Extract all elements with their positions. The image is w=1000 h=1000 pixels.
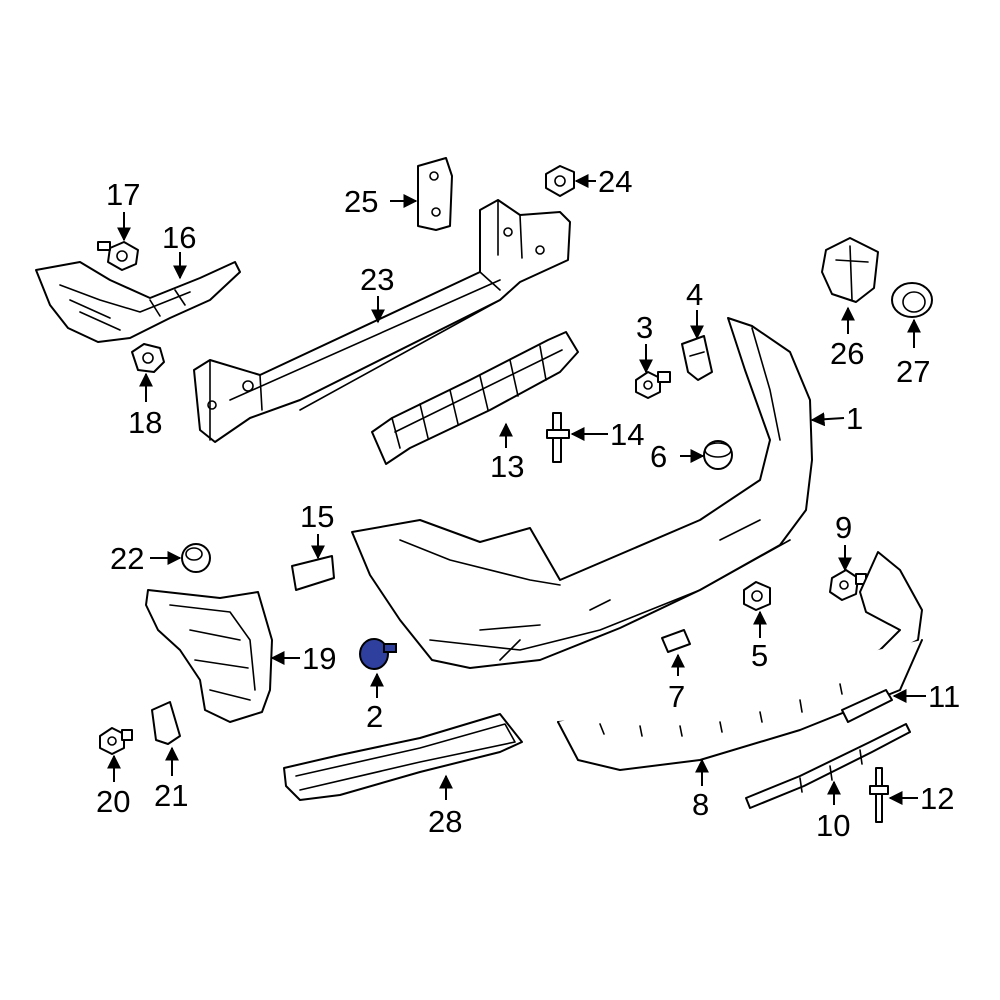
part-11-strip[interactable] [841,689,893,723]
callout-7: 7 [668,679,685,714]
part-1-bumper-cover[interactable] [351,317,813,669]
part-27-grommet[interactable] [891,282,933,318]
callout-3: 3 [636,310,653,345]
part-18-nut[interactable] [131,343,165,373]
callout-18: 18 [128,405,162,440]
leader-lines [107,174,926,805]
callout-14: 14 [610,417,644,452]
callout-16: 16 [162,220,196,255]
callout-22: 22 [110,541,144,576]
part-22-grommet[interactable] [181,543,211,573]
part-10-deflector[interactable] [745,723,911,809]
callout-2: 2 [366,699,383,734]
part-7-clip[interactable] [661,629,691,653]
callout-25: 25 [344,184,378,219]
part-3-bolt[interactable] [635,371,671,399]
callout-20: 20 [96,784,130,819]
callout-17: 17 [106,177,140,212]
callout-8: 8 [692,787,709,822]
part-21-clip[interactable] [151,701,181,745]
part-5-nut[interactable] [743,581,771,611]
callout-23: 23 [360,262,394,297]
part-23-reinforcement-bar[interactable] [193,199,571,443]
callout-13: 13 [490,449,524,484]
part-14-stud[interactable] [546,412,570,463]
callout-1: 1 [846,401,863,436]
part-6-grommet[interactable] [703,440,733,470]
part-20-bolt[interactable] [99,727,133,755]
part-26-sensor-housing[interactable] [821,237,879,303]
part-15-bracket[interactable] [291,555,335,591]
callout-26: 26 [830,336,864,371]
callout-5: 5 [751,638,768,673]
callout-11: 11 [928,679,960,714]
part-25-plate[interactable] [417,157,453,231]
callout-19: 19 [302,641,336,676]
callout-6: 6 [650,439,667,474]
callout-9: 9 [835,510,852,545]
callout-4: 4 [686,277,703,312]
callout-numbers: 1 2 3 4 5 6 7 8 9 10 11 12 13 14 15 16 1… [96,164,960,843]
callout-21: 21 [154,778,188,813]
part-12-stud[interactable] [869,767,889,823]
callout-24: 24 [598,164,632,199]
callout-28: 28 [428,804,462,839]
callout-12: 12 [920,781,954,816]
part-4-clip[interactable] [681,335,713,381]
part-24-nut[interactable] [545,165,575,197]
part-28-trim-strip[interactable] [283,713,523,801]
callout-27: 27 [896,354,930,389]
part-17-bolt[interactable] [97,241,139,271]
callout-10: 10 [816,808,850,843]
part-13-energy-absorber[interactable] [371,331,579,465]
part-2-clip-highlighted[interactable] [359,638,397,670]
part-19-side-bracket[interactable] [145,589,273,723]
part-16-side-bracket[interactable] [35,261,241,343]
callout-15: 15 [300,499,334,534]
